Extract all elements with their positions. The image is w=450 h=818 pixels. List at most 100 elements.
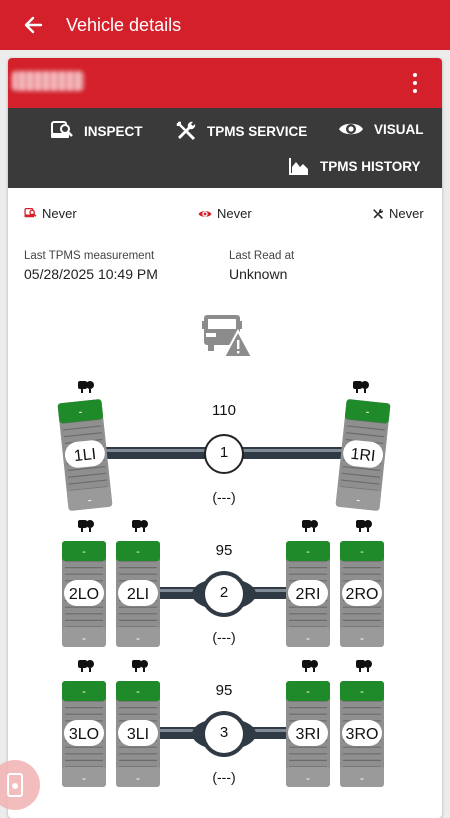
- sensor-icon: [86, 381, 94, 389]
- area-chart-icon: [289, 158, 308, 175]
- sensor-icon: [364, 389, 366, 393]
- sensor-icon: [364, 660, 372, 668]
- tire-3RI[interactable]: --3RI: [286, 681, 330, 787]
- axle-1-hub: [204, 434, 244, 474]
- axle-3-hub: [205, 715, 243, 753]
- sensor-icon: [356, 660, 365, 668]
- last-service-status: Never: [372, 206, 424, 221]
- last-inspect-status: Never: [24, 206, 77, 221]
- sensor-icon: [305, 668, 307, 672]
- tire-2RI[interactable]: --2RI: [286, 541, 330, 647]
- inspect-truck-icon: [51, 121, 73, 138]
- sensor-icon: [302, 520, 311, 528]
- tire-3LO[interactable]: - - 3LO: [62, 681, 106, 787]
- sensor-icon: [78, 381, 87, 389]
- svg-text:-: -: [306, 686, 310, 698]
- eye-icon: [339, 123, 363, 135]
- svg-text:3LO: 3LO: [69, 726, 99, 743]
- sensor-icon: [89, 528, 91, 532]
- sensor-icon: [140, 520, 148, 528]
- sensor-icon: [81, 668, 83, 672]
- svg-text:2RI: 2RI: [296, 586, 321, 603]
- more-vertical-icon[interactable]: [410, 73, 420, 93]
- sensor-icon: [78, 520, 87, 528]
- svg-text:1RI: 1RI: [350, 446, 377, 466]
- svg-text:-: -: [136, 631, 140, 645]
- svg-text:-: -: [306, 771, 310, 785]
- inspect-truck-icon: [24, 207, 37, 218]
- sensor-icon: [132, 660, 141, 668]
- svg-text:2RO: 2RO: [346, 586, 379, 603]
- tpms-service-button[interactable]: TPMS SERVICE: [175, 120, 307, 142]
- truck-warning-icon: [202, 315, 252, 358]
- sensor-icon: [302, 660, 311, 668]
- sensor-icon: [359, 668, 361, 672]
- vehicle-card: INSPECT TPMS SERVICE VISUAL TPMS HISTO: [8, 58, 442, 818]
- sensor-icon: [132, 520, 141, 528]
- tools-icon: [176, 121, 196, 141]
- app-bar: Vehicle details: [0, 0, 450, 50]
- last-tpms-value: 05/28/2025 10:49 PM: [24, 266, 158, 282]
- tpms-history-button[interactable]: TPMS HISTORY: [288, 156, 421, 176]
- last-visual-status: Never: [198, 206, 252, 221]
- svg-text:-: -: [356, 493, 361, 507]
- svg-text:1LI: 1LI: [73, 446, 97, 465]
- axle-2-pressure: 95: [215, 542, 233, 559]
- tire-2RO[interactable]: - - 2RO: [340, 541, 384, 647]
- sensor-icon: [359, 528, 361, 532]
- sensor-icon: [356, 389, 358, 393]
- sensor-scanner-icon: [7, 773, 23, 797]
- page-title: Vehicle details: [66, 14, 182, 35]
- sensor-icon: [135, 528, 137, 532]
- sensor-icon: [361, 381, 369, 389]
- sensor-icon: [313, 668, 315, 672]
- tire-1RI[interactable]: --1RI: [335, 399, 391, 511]
- svg-text:-: -: [82, 771, 86, 785]
- svg-text:-: -: [87, 493, 92, 507]
- sensor-icon: [81, 528, 83, 532]
- svg-text:-: -: [136, 686, 140, 698]
- last-read-value: Unknown: [229, 266, 288, 282]
- sensor-icon: [86, 660, 94, 668]
- sensor-icon: [364, 520, 372, 528]
- last-read-label: Last Read at: [229, 250, 295, 262]
- svg-text:-: -: [78, 406, 83, 418]
- arrow-left-icon: [24, 16, 43, 34]
- sensor-icon: [89, 389, 91, 393]
- sensor-icon: [313, 528, 315, 532]
- svg-text:3RO: 3RO: [346, 726, 379, 743]
- svg-text:-: -: [82, 631, 86, 645]
- tire-2LI[interactable]: --2LI: [116, 541, 160, 647]
- tire-3RO[interactable]: --3RO: [340, 681, 384, 787]
- eye-icon: [198, 210, 212, 217]
- axle-2-number: 2: [219, 584, 229, 601]
- sensor-icon: [86, 520, 94, 528]
- tire-1LI[interactable]: - - 1LI: [57, 399, 113, 511]
- axle-1-pressure: 110: [212, 402, 236, 419]
- sensor-icon: [81, 389, 83, 393]
- sensor-icon: [310, 660, 318, 668]
- svg-text:-: -: [136, 771, 140, 785]
- svg-text:-: -: [360, 686, 364, 698]
- svg-text:-: -: [360, 546, 364, 558]
- svg-text:-: -: [82, 686, 86, 698]
- inspect-label: INSPECT: [84, 123, 143, 139]
- svg-text:-: -: [360, 631, 364, 645]
- last-tpms-measurement: Last TPMS measurement 05/28/2025 10:49 P…: [24, 250, 158, 282]
- inspect-button[interactable]: INSPECT: [50, 120, 143, 142]
- axle-1-number: 1: [219, 444, 229, 461]
- service-status-value: Never: [389, 206, 424, 221]
- sensor-icon: [143, 528, 145, 532]
- tire-2LO[interactable]: --2LO: [62, 541, 106, 647]
- visual-button[interactable]: VISUAL: [338, 120, 424, 138]
- sensor-icon: [305, 528, 307, 532]
- sensor-icon: [78, 660, 87, 668]
- sensor-icon: [135, 668, 137, 672]
- svg-text:-: -: [306, 631, 310, 645]
- tire-3LI[interactable]: --3LI: [116, 681, 160, 787]
- visual-label: VISUAL: [374, 121, 424, 137]
- svg-text:2LI: 2LI: [127, 586, 149, 603]
- tools-icon: [373, 208, 384, 219]
- back-button[interactable]: [18, 10, 48, 40]
- sensor-icon: [310, 520, 318, 528]
